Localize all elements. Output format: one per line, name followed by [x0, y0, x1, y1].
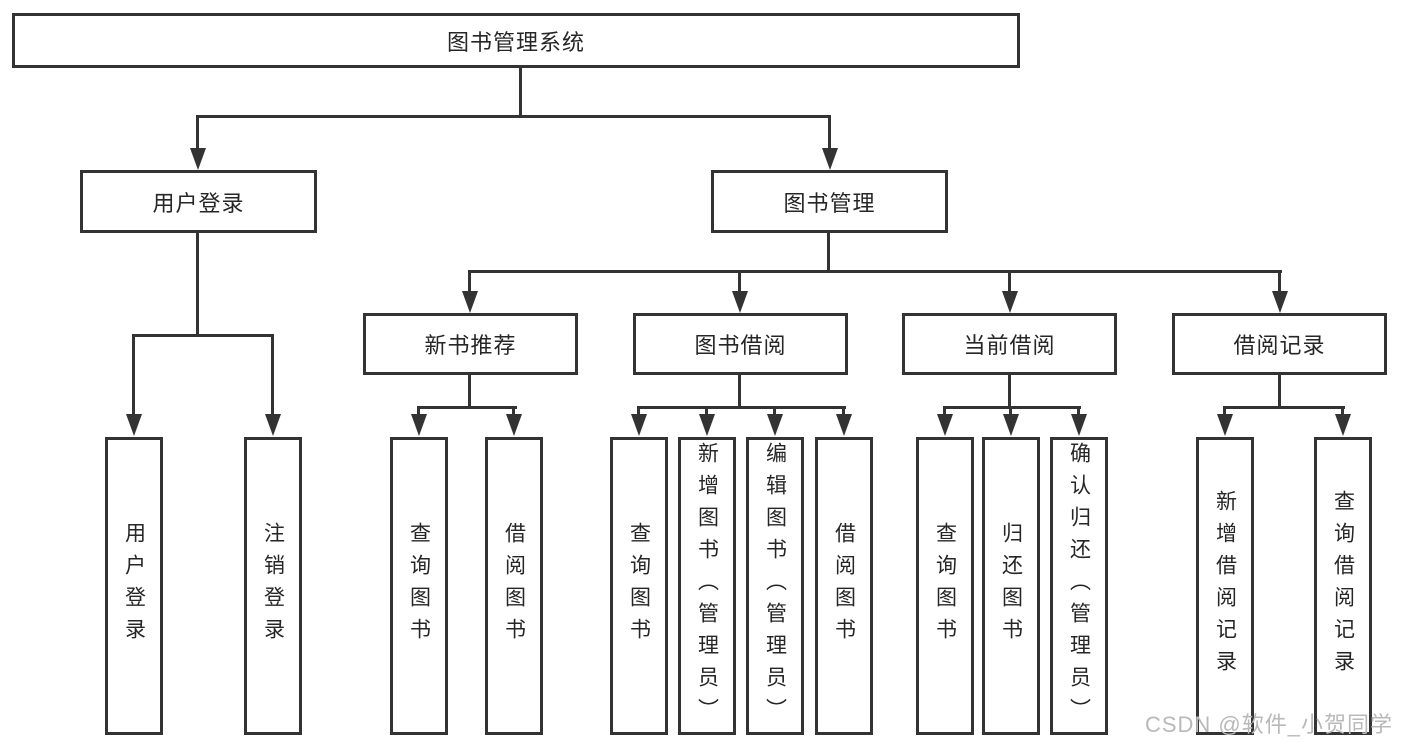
- node-label: 借阅记录: [1233, 333, 1326, 358]
- arrow-down-icon: [1003, 414, 1019, 436]
- arrow-down-icon: [732, 291, 748, 313]
- leaf-return-book: 归还图书: [982, 437, 1040, 735]
- leaf-edit-book-admin: 编辑图书（管理员）: [746, 437, 804, 735]
- leaf-query-books-borrowing: 查询图书: [610, 437, 668, 735]
- arrow-down-icon: [937, 414, 953, 436]
- arrow-down-icon: [190, 148, 206, 170]
- leaf-label: 查询图书: [407, 522, 431, 650]
- node-label: 当前借阅: [963, 333, 1056, 358]
- connector-line: [1278, 373, 1281, 409]
- connector-line: [1341, 406, 1344, 418]
- leaf-label: 确认归还（管理员）: [1067, 442, 1091, 730]
- leaf-query-books-current: 查询图书: [916, 437, 974, 735]
- connector-line: [1278, 270, 1281, 294]
- leaf-confirm-return-admin: 确认归还（管理员）: [1050, 437, 1108, 735]
- leaf-label: 查询图书: [933, 522, 957, 650]
- connector-line: [196, 115, 831, 118]
- node-label: 用户登录: [152, 190, 245, 216]
- arrow-down-icon: [126, 414, 142, 436]
- connector-line: [828, 115, 831, 153]
- connector-line: [1223, 406, 1345, 409]
- leaf-label: 新增借阅记录: [1213, 490, 1237, 682]
- arrow-down-icon: [462, 291, 478, 313]
- leaf-label: 借阅图书: [502, 522, 526, 650]
- node-book-management: 图书管理: [711, 170, 948, 233]
- connector-line: [468, 270, 1282, 273]
- node-label: 图书借阅: [694, 333, 787, 358]
- leaf-label: 归还图书: [999, 522, 1023, 650]
- node-user-login: 用户登录: [80, 170, 317, 233]
- connector-line: [132, 334, 135, 418]
- connector-line: [943, 406, 946, 418]
- connector-line: [271, 334, 274, 418]
- connector-line: [842, 406, 845, 418]
- node-new-book-recommend: 新书推荐: [363, 313, 578, 375]
- arrow-down-icon: [836, 414, 852, 436]
- connector-line: [468, 373, 471, 409]
- arrow-down-icon: [411, 414, 427, 436]
- connector-line: [773, 406, 776, 418]
- node-label: 图书管理系统: [446, 29, 585, 55]
- connector-line: [132, 334, 274, 337]
- leaf-label: 查询图书: [627, 522, 651, 650]
- arrow-down-icon: [822, 148, 838, 170]
- leaf-user-login: 用户登录: [105, 437, 163, 735]
- connector-line: [637, 406, 640, 418]
- connector-line: [1077, 406, 1080, 418]
- leaf-add-book-admin: 新增图书（管理员）: [678, 437, 736, 735]
- connector-line: [1223, 406, 1226, 418]
- csdn-watermark: CSDN @软件_小贺同学: [1144, 712, 1393, 737]
- connector-line: [196, 231, 199, 336]
- connector-line: [738, 373, 741, 409]
- arrow-down-icon: [1217, 414, 1233, 436]
- connector-line: [417, 406, 420, 418]
- node-book-borrowing: 图书借阅: [633, 313, 848, 375]
- arrow-down-icon: [631, 414, 647, 436]
- leaf-borrow-books-recommend: 借阅图书: [485, 437, 543, 735]
- arrow-down-icon: [1272, 291, 1288, 313]
- connector-line: [468, 270, 471, 294]
- connector-line: [1008, 270, 1011, 294]
- node-root-system: 图书管理系统: [12, 13, 1020, 68]
- connector-line: [738, 270, 741, 294]
- leaf-label: 查询借阅记录: [1331, 490, 1355, 682]
- connector-line: [417, 406, 517, 409]
- connector-line: [196, 115, 199, 153]
- leaf-query-borrow-record: 查询借阅记录: [1314, 437, 1372, 735]
- arrow-down-icon: [767, 414, 783, 436]
- arrow-down-icon: [506, 414, 522, 436]
- arrow-down-icon: [1002, 291, 1018, 313]
- connector-line: [943, 406, 1081, 409]
- arrow-down-icon: [265, 414, 281, 436]
- node-label: 新书推荐: [424, 333, 517, 358]
- connector-line: [637, 406, 846, 409]
- connector-line: [1009, 406, 1012, 418]
- arrow-down-icon: [699, 414, 715, 436]
- leaf-label: 注销登录: [261, 522, 285, 650]
- connector-line: [827, 231, 830, 273]
- leaf-label: 编辑图书（管理员）: [763, 442, 787, 730]
- node-label: 图书管理: [783, 190, 876, 216]
- leaf-add-borrow-record: 新增借阅记录: [1196, 437, 1254, 735]
- connector-line: [1008, 373, 1011, 409]
- arrow-down-icon: [1071, 414, 1087, 436]
- leaf-query-books-recommend: 查询图书: [390, 437, 448, 735]
- leaf-label: 借阅图书: [832, 522, 856, 650]
- leaf-logout: 注销登录: [244, 437, 302, 735]
- connector-line: [512, 406, 515, 418]
- node-current-borrowing: 当前借阅: [902, 313, 1117, 375]
- node-borrowing-records: 借阅记录: [1172, 313, 1387, 375]
- leaf-label: 用户登录: [122, 522, 146, 650]
- leaf-label: 新增图书（管理员）: [695, 442, 719, 730]
- arrow-down-icon: [1335, 414, 1351, 436]
- connector-line: [705, 406, 708, 418]
- connector-line: [519, 66, 522, 118]
- leaf-borrow-books-borrowing: 借阅图书: [815, 437, 873, 735]
